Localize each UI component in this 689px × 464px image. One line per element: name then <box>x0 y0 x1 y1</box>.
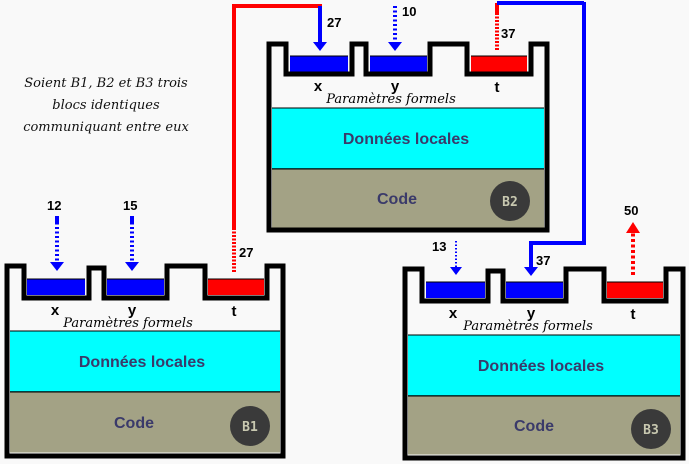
block-b1-slot-x <box>27 279 85 295</box>
b2-y-input-arrow <box>388 6 402 51</box>
b3-t-output-value: 50 <box>624 203 638 218</box>
arrow-down-icon <box>524 267 538 276</box>
block-b1-local-data <box>10 331 280 392</box>
block-b3-formal-params-label: Paramètres formels <box>462 319 593 334</box>
b2-t-output-value: 37 <box>501 26 515 41</box>
intro-line-2: blocs identiques <box>52 98 160 113</box>
connection-b1t-to-b2x <box>232 4 327 272</box>
block-b3-param-t-label: t <box>631 306 636 323</box>
block-b1-local-data-label: Données locales <box>79 354 205 371</box>
block-b2-outline <box>266 41 550 233</box>
b3-x-input-value: 13 <box>432 239 446 254</box>
block-b1-param-t-label: t <box>232 303 237 320</box>
block-b1-param-y-label: y <box>128 302 137 319</box>
block-b3-code-label: Code <box>514 418 554 435</box>
block-b2: x y t Paramètres formels Données locales… <box>266 41 550 233</box>
block-b1-slot-t <box>208 279 264 295</box>
block-b3-badge <box>631 409 671 449</box>
block-b3-local-data-label: Données locales <box>478 358 604 375</box>
block-b1-formal-params-label: Paramètres formels <box>62 316 193 331</box>
block-b1-slot-y <box>107 279 164 295</box>
b1-t-output-value: 27 <box>239 245 253 260</box>
block-b1: x y t Paramètres formels Données locales… <box>4 263 286 459</box>
block-b3: x y t Paramètres formels Données locales… <box>402 266 686 461</box>
block-b2-local-data-label: Données locales <box>343 131 469 148</box>
block-b2-slot-y <box>370 56 427 72</box>
intro-line-1: Soient B1, B2 et B3 trois <box>24 76 188 91</box>
block-b3-param-x-label: x <box>449 305 458 322</box>
block-b2-code-label: Code <box>377 191 417 208</box>
block-b3-local-data <box>408 335 680 396</box>
arrow-up-icon <box>626 222 640 233</box>
arrow-down-icon <box>125 262 139 271</box>
block-b3-slot-x <box>426 282 485 298</box>
block-b3-badge-text: B3 <box>643 423 659 438</box>
block-b1-badge-text: B1 <box>242 420 258 435</box>
block-b3-slot-y <box>506 282 563 298</box>
b1-y-input-value: 15 <box>123 198 137 213</box>
arrow-down-icon <box>313 42 327 51</box>
block-b2-param-t-label: t <box>495 79 500 96</box>
block-b2-slot-x <box>290 56 348 72</box>
arrow-down-icon <box>50 262 64 271</box>
block-b1-badge <box>230 406 270 446</box>
block-b1-outline <box>4 263 286 459</box>
connection-b2t-to-b3y <box>495 1 586 276</box>
block-b1-code-label: Code <box>114 415 154 432</box>
b1-y-input-arrow <box>125 216 139 271</box>
block-b2-formal-params-label: Paramètres formels <box>325 92 456 107</box>
block-b1-param-x-label: x <box>51 302 60 319</box>
block-b3-slot-t <box>607 282 663 298</box>
block-b2-param-y-label: y <box>391 78 400 95</box>
block-b2-param-x-label: x <box>314 78 323 95</box>
b2-x-input-value: 27 <box>327 15 341 30</box>
b3-x-input-arrow <box>450 241 462 275</box>
b3-y-input-value: 37 <box>536 253 550 268</box>
block-b2-badge-text: B2 <box>502 195 518 210</box>
arrow-down-icon <box>450 267 462 275</box>
block-b2-slot-t <box>471 56 527 72</box>
b2-y-input-value: 10 <box>402 4 416 19</box>
block-b3-param-y-label: y <box>527 305 536 322</box>
block-b2-badge <box>490 181 530 221</box>
arrow-down-icon <box>388 42 402 51</box>
block-b2-local-data <box>272 108 544 169</box>
b1-x-input-arrow <box>50 216 64 271</box>
intro-line-3: communiquant entre eux <box>23 120 189 135</box>
block-b3-outline <box>402 266 686 461</box>
b3-t-output-arrow <box>626 222 640 275</box>
intro-text: Soient B1, B2 et B3 trois blocs identiqu… <box>23 76 189 135</box>
b1-x-input-value: 12 <box>47 198 61 213</box>
